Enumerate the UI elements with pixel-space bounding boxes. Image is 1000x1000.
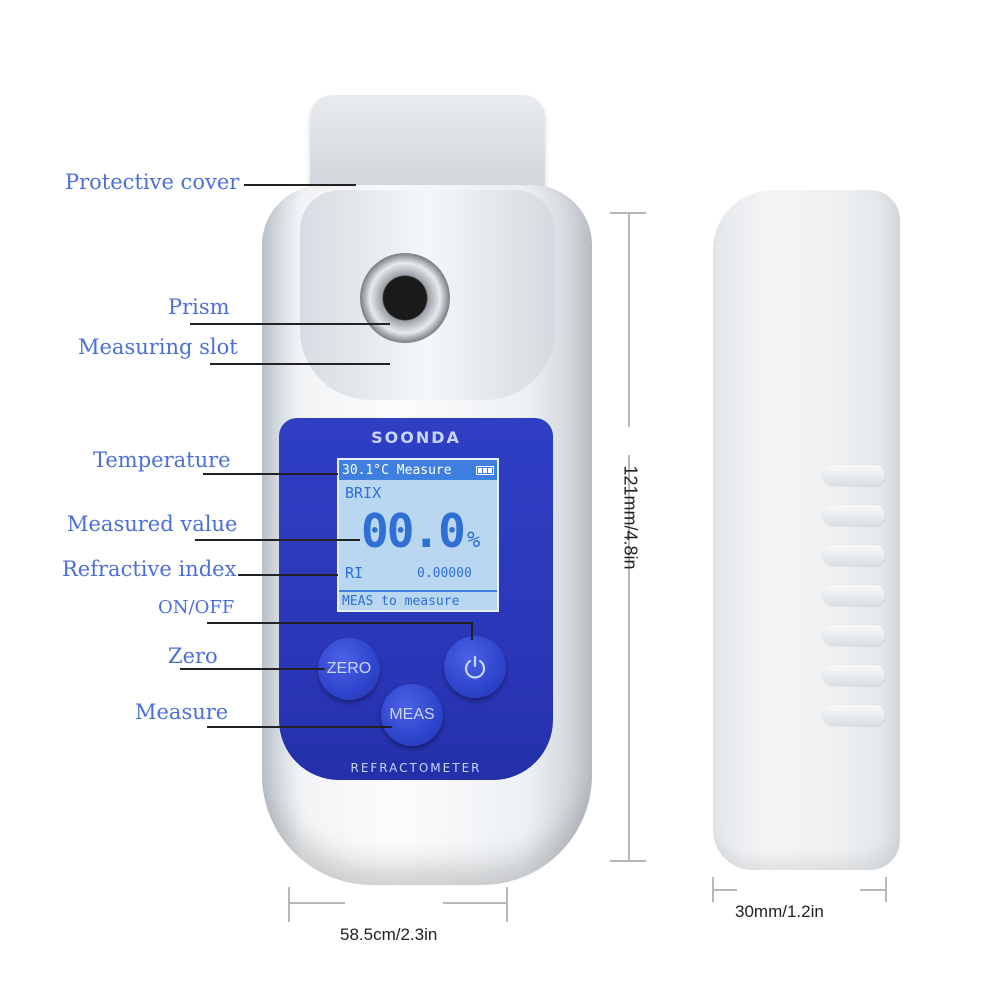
ri-value: 0.00000	[417, 566, 472, 581]
height-dimension: 121mm/4.8in	[620, 465, 641, 570]
grip-ridge	[823, 705, 885, 725]
dimension-tick	[506, 887, 508, 922]
grip-ridge	[823, 465, 885, 485]
grip-ridge	[823, 505, 885, 525]
brand-label: SOONDA	[371, 428, 461, 447]
grip-ridge	[823, 625, 885, 645]
scale-label: BRIX	[345, 484, 382, 502]
protective-cover	[310, 95, 545, 193]
ri-label: RI	[345, 564, 364, 582]
prism-measuring-slot	[360, 253, 450, 343]
leader-line	[471, 622, 473, 640]
power-icon	[464, 655, 486, 679]
grip-ridge	[823, 545, 885, 565]
dimension-line	[628, 212, 630, 427]
leader-line	[244, 184, 356, 186]
dimension-tick	[288, 887, 290, 922]
measured-value: 00.0	[361, 504, 466, 558]
leader-line	[207, 622, 472, 624]
meas-button[interactable]: MEAS	[381, 684, 443, 746]
dimension-line	[288, 902, 345, 904]
callout-protective-cover: Protective cover	[65, 170, 240, 194]
callout-measuring-slot: Measuring slot	[78, 335, 238, 359]
lcd-prompt: MEAS to measure	[339, 590, 497, 610]
unit-label: %	[467, 528, 481, 553]
battery-full-icon	[476, 465, 494, 475]
grip-ridge	[823, 585, 885, 605]
leader-line	[190, 323, 390, 325]
callout-on-off: ON/OFF	[158, 597, 235, 618]
dimension-line	[860, 889, 885, 891]
callout-refractive-index: Refractive index	[62, 557, 237, 581]
temperature-readout: 30.1°C	[342, 462, 389, 478]
leader-line	[210, 363, 390, 365]
dimension-line	[712, 889, 737, 891]
width-dimension: 58.5cm/2.3in	[340, 925, 438, 944]
depth-dimension: 30mm/1.2in	[735, 902, 824, 921]
mode-readout: Measure	[396, 462, 452, 478]
dimension-tick	[885, 877, 887, 902]
callout-measured-value: Measured value	[67, 512, 238, 536]
lcd-screen: 30.1°C Measure BRIX 00.0 % RI 0.00000 ME…	[337, 458, 499, 612]
dimension-tick	[610, 860, 646, 862]
dimension-line	[628, 455, 630, 860]
leader-line	[203, 473, 338, 475]
callout-zero: Zero	[168, 644, 218, 668]
lcd-status-bar: 30.1°C Measure	[339, 460, 497, 480]
callout-measure: Measure	[135, 700, 229, 724]
callout-temperature: Temperature	[93, 448, 231, 472]
callout-prism: Prism	[168, 295, 230, 319]
power-button[interactable]	[444, 636, 506, 698]
leader-line	[180, 668, 325, 670]
leader-line	[238, 574, 338, 576]
model-label: REFRACTOMETER	[350, 761, 482, 775]
dimension-line	[443, 902, 506, 904]
leader-line	[207, 726, 392, 728]
grip-ridge	[823, 665, 885, 685]
side-view	[713, 190, 900, 870]
zero-button[interactable]: ZERO	[318, 638, 380, 700]
leader-line	[195, 539, 360, 541]
dimension-tick	[610, 212, 646, 214]
